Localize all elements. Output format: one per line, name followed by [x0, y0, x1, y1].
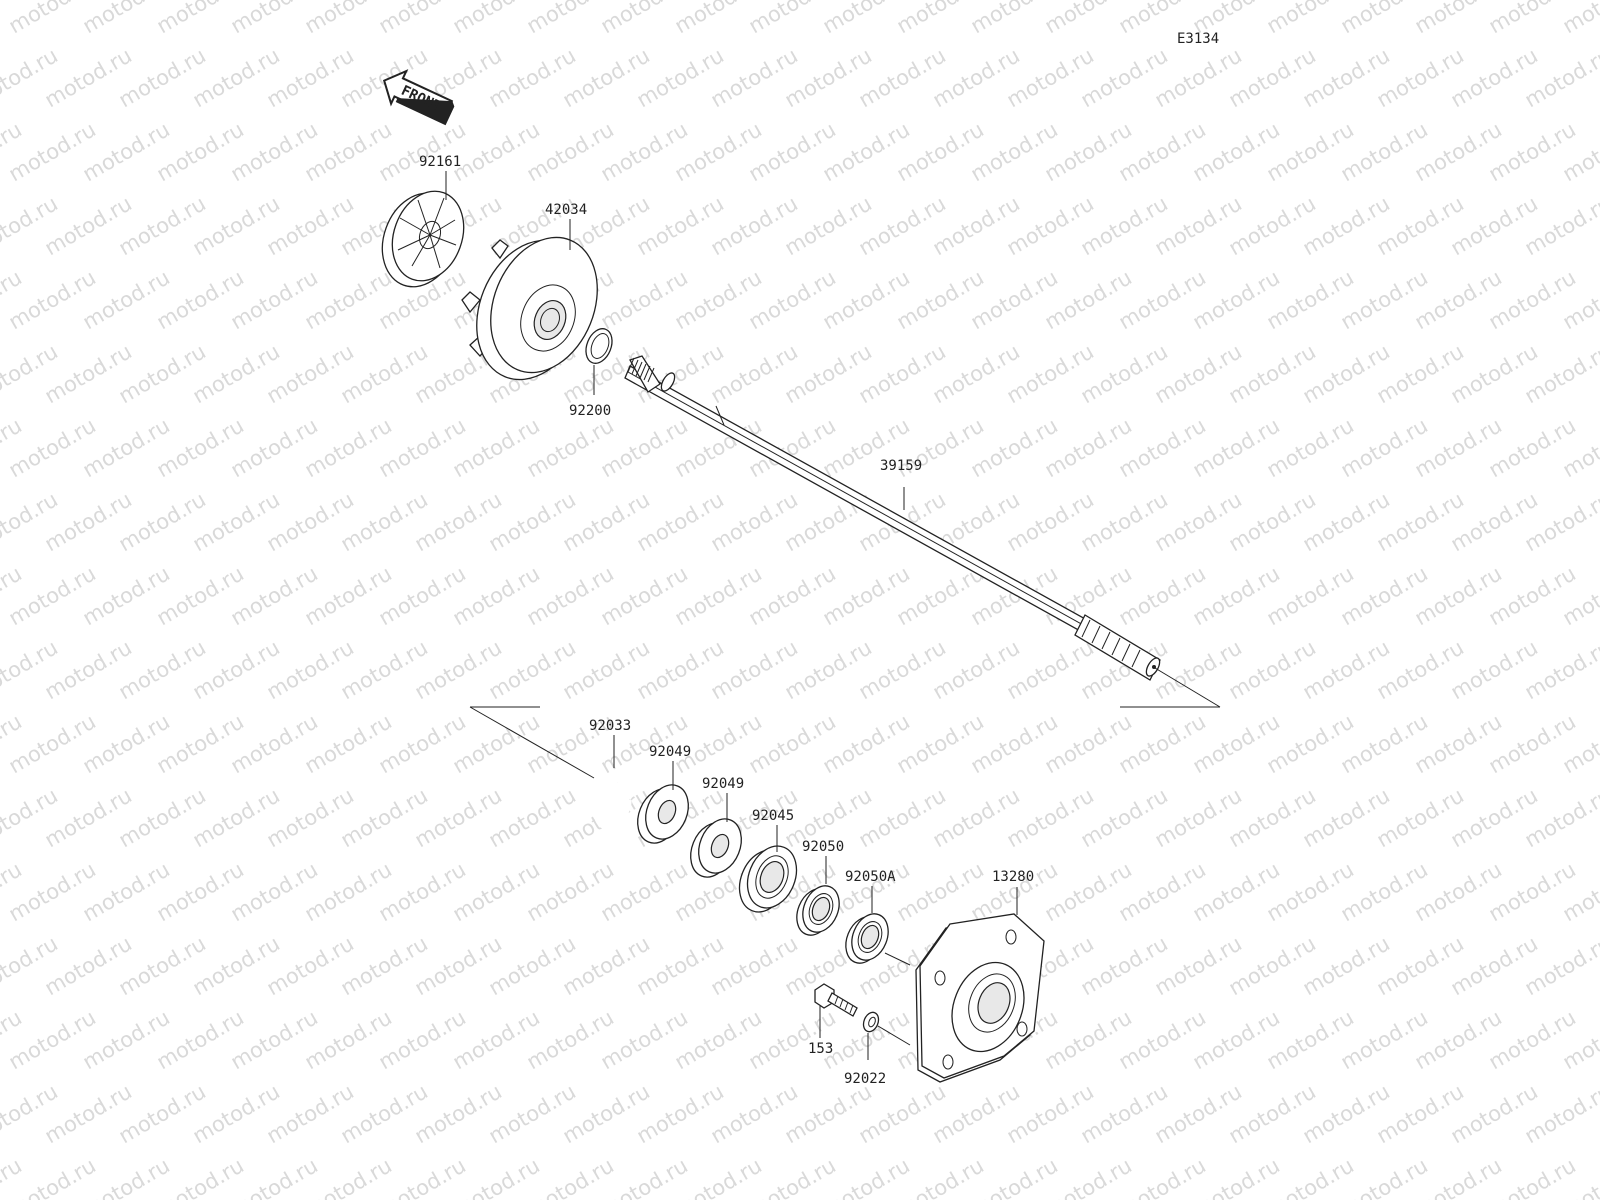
diagram-code: E3134: [1177, 31, 1219, 47]
reference-line-right: [1154, 667, 1221, 708]
part-label-92033[interactable]: 92033: [589, 718, 631, 734]
collar-part-1[interactable]: [630, 779, 696, 850]
part-label-39159[interactable]: 39159: [880, 458, 922, 474]
oil-seal-part[interactable]: [790, 880, 846, 940]
reference-line-left-diagonal: [469, 706, 595, 779]
part-label-92050a[interactable]: 92050A: [845, 869, 896, 885]
drive-shaft-part[interactable]: [624, 355, 1162, 681]
part-label-92049-2[interactable]: 92049: [702, 776, 744, 792]
part-label-92022[interactable]: 92022: [844, 1071, 886, 1087]
part-label-92049-1[interactable]: 92049: [649, 744, 691, 760]
part-label-42034[interactable]: 42034: [545, 202, 587, 218]
bearing-housing-part[interactable]: [915, 913, 1045, 1083]
part-label-92050[interactable]: 92050: [802, 839, 844, 855]
part-label-92200[interactable]: 92200: [569, 403, 611, 419]
impeller-part[interactable]: [457, 221, 617, 396]
leader-washer-to-housing: [877, 1025, 911, 1046]
part-label-92045[interactable]: 92045: [752, 808, 794, 824]
part-label-92161[interactable]: 92161: [419, 154, 461, 170]
oil-seal-a-part[interactable]: [839, 908, 895, 968]
watermark-text: motod.ru: [1559, 0, 1600, 38]
leader-seal-to-housing: [884, 952, 911, 966]
rubber-damper-part[interactable]: [370, 181, 476, 297]
circlip-part[interactable]: [593, 780, 632, 830]
part-label-13280[interactable]: 13280: [992, 869, 1034, 885]
o-ring-part[interactable]: [581, 325, 617, 367]
washer-part[interactable]: [861, 1010, 881, 1034]
collar-part-2[interactable]: [683, 813, 749, 884]
ball-bearing-part[interactable]: [731, 839, 806, 920]
part-label-153[interactable]: 153: [808, 1041, 833, 1057]
bolt-part[interactable]: [814, 983, 858, 1017]
